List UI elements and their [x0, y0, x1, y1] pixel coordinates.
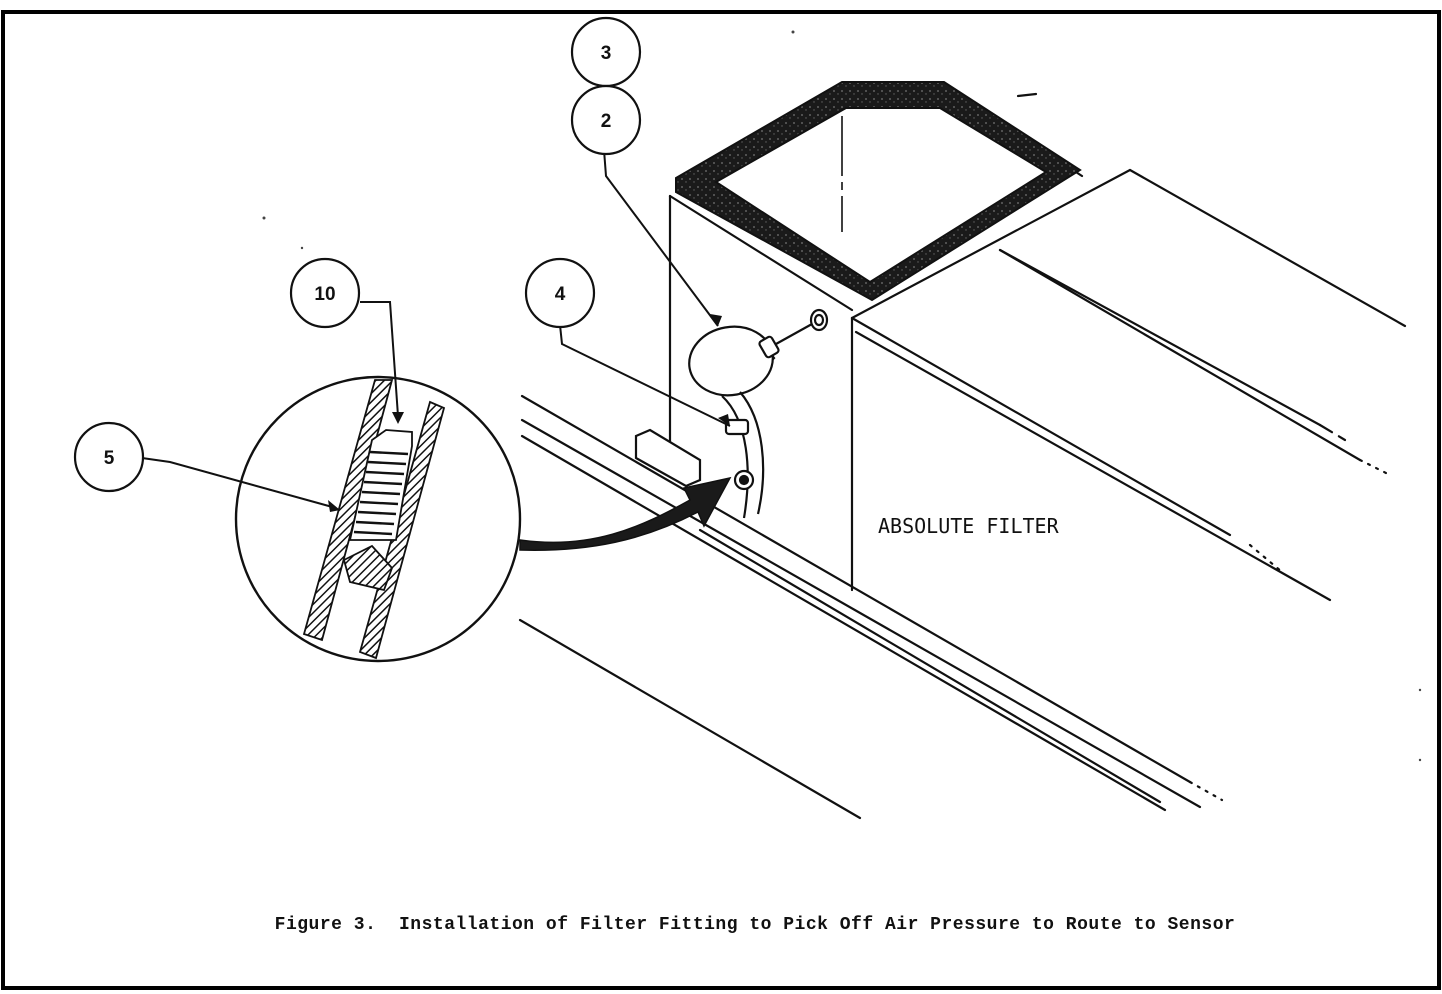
scan-specks [262, 30, 1422, 762]
figure-number: Figure 3. [274, 915, 377, 935]
filter-gasket [675, 81, 1082, 302]
callout-3: 3 [570, 16, 642, 88]
callout-3-label: 3 [601, 43, 612, 64]
callout-10: 10 [289, 257, 361, 329]
absolute-filter-label: ABSOLUTE FILTER [878, 514, 1060, 538]
pressure-gauge [688, 308, 829, 397]
page-frame [1, 10, 1441, 990]
callout-2-label: 2 [601, 111, 612, 132]
mounting-block [634, 428, 702, 488]
callout-4-label: 4 [555, 284, 566, 305]
callout-5-label: 5 [104, 448, 115, 469]
figure-caption: Figure 3. Installation of Filter Fitting… [0, 915, 1442, 935]
callout-5: 5 [73, 421, 145, 493]
callout-2: 2 [570, 84, 642, 156]
figure-caption-text: Installation of Filter Fitting to Pick O… [398, 915, 1236, 935]
callout-10-label: 10 [314, 284, 335, 305]
callout-4: 4 [524, 257, 596, 329]
leader-lines [141, 149, 731, 509]
detail-arrow [519, 476, 732, 551]
duct-rails [518, 394, 1224, 820]
inset-detail [234, 375, 522, 663]
pressure-tube [721, 391, 765, 519]
